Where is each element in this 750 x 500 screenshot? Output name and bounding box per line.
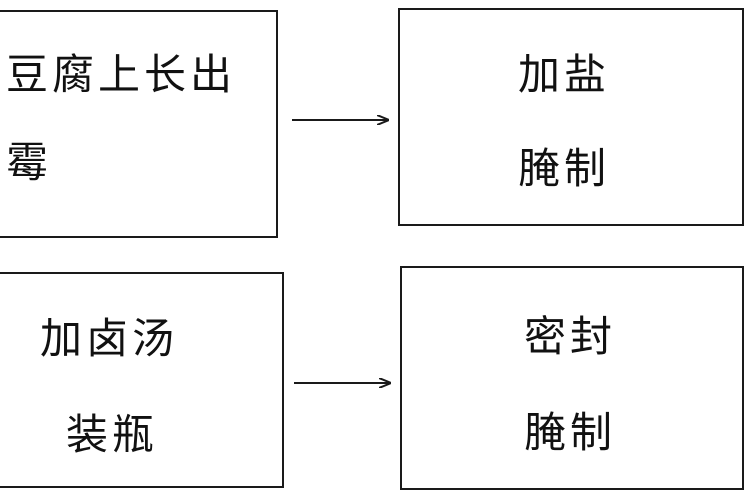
step-brine-bottling-line1: 加卤汤 bbox=[40, 314, 179, 363]
step-box-mold-growth bbox=[0, 10, 278, 238]
step-mold-growth-line1: 豆腐上长出 bbox=[6, 50, 237, 99]
step-brine-bottling-line2: 装瓶 bbox=[66, 410, 159, 459]
step-box-sealing bbox=[400, 266, 744, 490]
step-salting-line1: 加盐 bbox=[518, 50, 611, 99]
step-mold-growth-line2: 霉 bbox=[6, 138, 53, 187]
step-box-brine-bottling bbox=[0, 272, 284, 488]
step-sealing-line1: 密封 bbox=[524, 312, 617, 361]
step-box-salting bbox=[398, 8, 744, 226]
step-sealing-line2: 腌制 bbox=[524, 408, 617, 457]
step-salting-line2: 腌制 bbox=[518, 144, 611, 193]
